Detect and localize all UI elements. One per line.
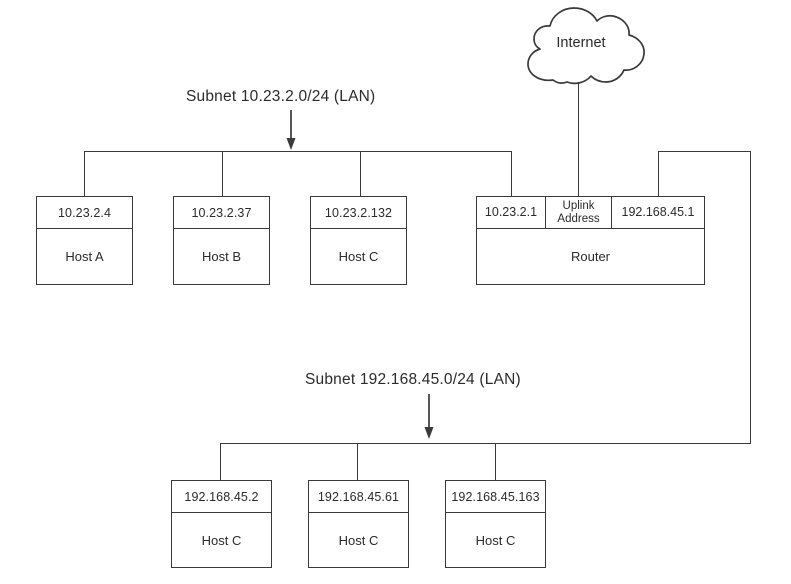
host-node-10-23-2-132[interactable]: 10.23.2.132 Host C xyxy=(310,196,407,285)
host-node-192-168-45-61[interactable]: 192.168.45.61 Host C xyxy=(308,480,409,568)
router-port-uplink-line2: Address xyxy=(557,212,600,225)
host-node-10-23-2-4[interactable]: 10.23.2.4 Host A xyxy=(36,196,133,285)
wire-router-lan2-down-right xyxy=(750,151,751,444)
wire-router-lan2-across-top xyxy=(658,151,750,152)
subnet-top-arrow-icon xyxy=(286,110,296,150)
router-port-lan1-address: 10.23.2.1 xyxy=(484,205,538,219)
router-port-uplink: Uplink Address xyxy=(546,197,612,228)
bus-line-top xyxy=(84,151,512,152)
host-address: 192.168.45.2 xyxy=(172,481,271,513)
host-name: Host A xyxy=(65,249,104,264)
bus-line-bottom xyxy=(220,443,496,444)
host-address: 192.168.45.163 xyxy=(446,481,545,513)
router-port-lan2: 192.168.45.1 xyxy=(612,197,704,228)
drop-top-router-lan1 xyxy=(511,151,512,196)
host-name: Host C xyxy=(338,249,379,264)
host-name: Host B xyxy=(201,249,241,264)
host-node-192-168-45-163[interactable]: 192.168.45.163 Host C xyxy=(445,480,546,568)
subnet-label-bottom: Subnet 192.168.45.0/24 (LAN) xyxy=(305,371,521,388)
router-port-lan1: 10.23.2.1 xyxy=(477,197,546,228)
wire-router-lan2-up xyxy=(658,151,659,196)
wire-internet-to-router-uplink xyxy=(578,82,579,196)
subnet-label-top: Subnet 10.23.2.0/24 (LAN) xyxy=(186,88,376,105)
host-name: Host C xyxy=(475,532,516,548)
host-node-10-23-2-37[interactable]: 10.23.2.37 Host B xyxy=(173,196,270,285)
host-address: 10.23.2.132 xyxy=(311,197,406,229)
drop-bottom-host-3 xyxy=(495,443,496,480)
internet-label: Internet xyxy=(556,35,606,51)
host-name: Host C xyxy=(338,532,379,548)
router-port-uplink-line1: Uplink xyxy=(562,199,595,212)
host-name: Host C xyxy=(201,532,242,548)
drop-bottom-host-2 xyxy=(357,443,358,480)
drop-top-host-c xyxy=(360,151,361,196)
router-port-row: 10.23.2.1 Uplink Address 192.168.45.1 xyxy=(477,197,704,229)
cloud-icon xyxy=(506,4,656,90)
host-address: 192.168.45.61 xyxy=(309,481,408,513)
drop-bottom-host-1 xyxy=(220,443,221,480)
drop-top-host-a xyxy=(84,151,85,196)
drop-top-host-b xyxy=(222,151,223,196)
router-node[interactable]: 10.23.2.1 Uplink Address 192.168.45.1 Ro… xyxy=(476,196,705,285)
host-node-192-168-45-2[interactable]: 192.168.45.2 Host C xyxy=(171,480,272,568)
subnet-bottom-arrow-icon xyxy=(424,394,434,439)
router-port-lan2-address: 192.168.45.1 xyxy=(621,205,695,219)
host-address: 10.23.2.37 xyxy=(174,197,269,229)
host-address: 10.23.2.4 xyxy=(37,197,132,229)
router-name: Router xyxy=(570,249,611,264)
wire-router-lan2-into-bottom-bus xyxy=(495,443,751,444)
